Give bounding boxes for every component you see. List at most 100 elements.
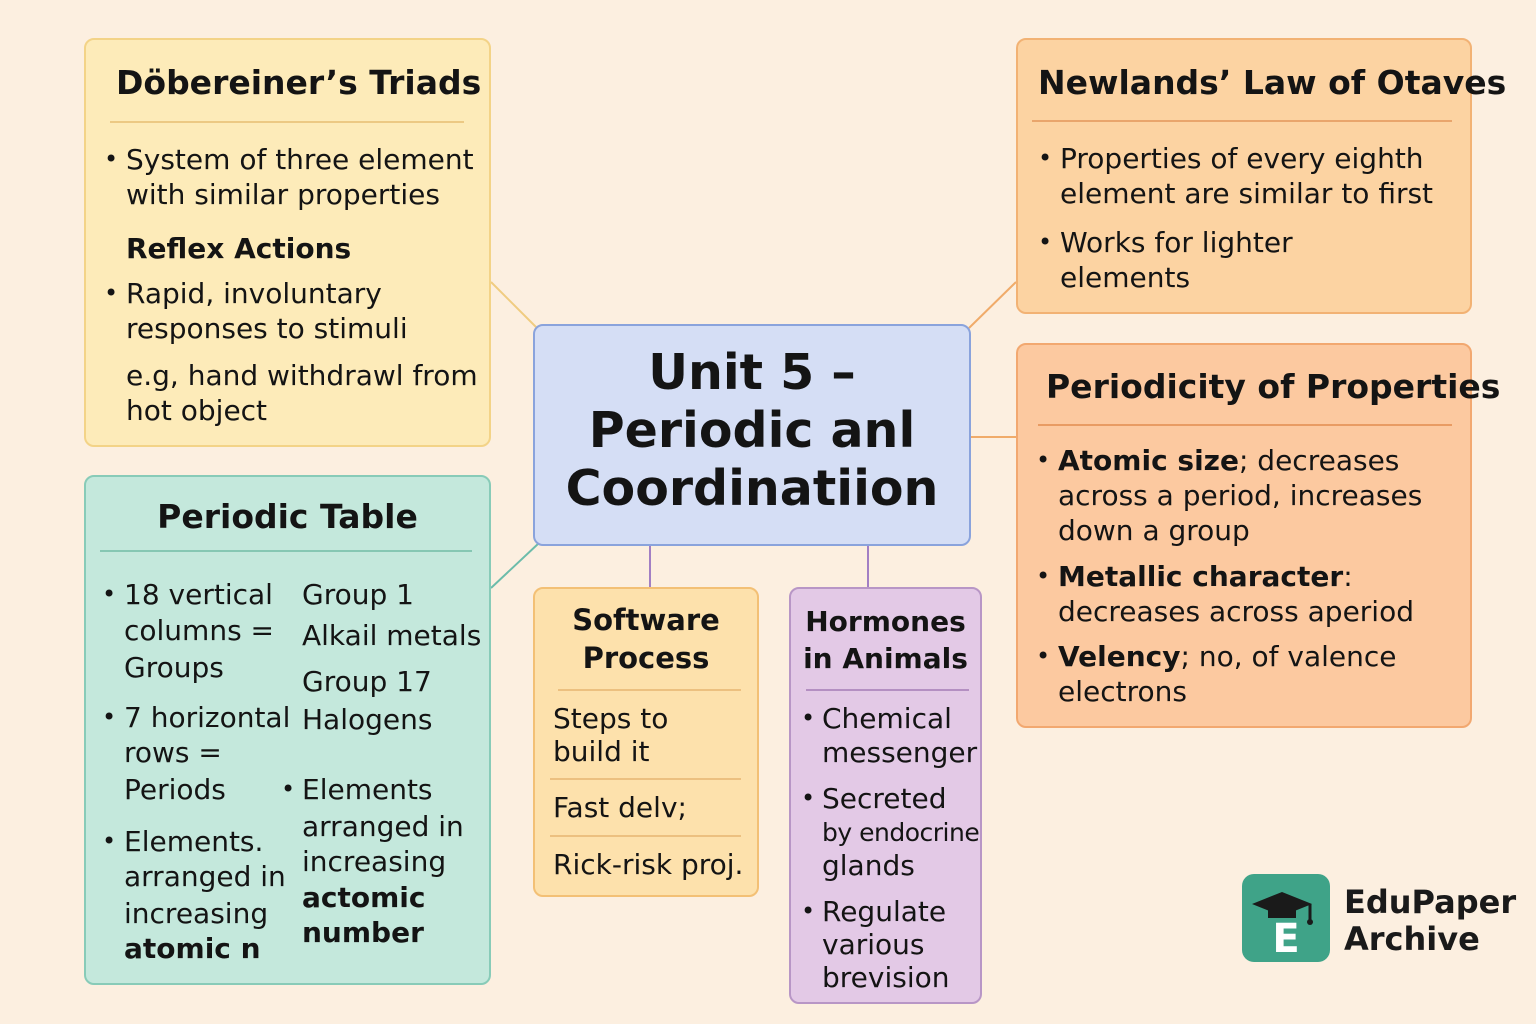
pt-left-bullet2-line3: Periods xyxy=(124,773,226,806)
hormones-card xyxy=(789,587,982,1004)
bullet-dot: • xyxy=(104,279,119,307)
pt-left-bullet2-line2: rows = xyxy=(124,736,222,769)
newlands-bullet1-line2: element are similar to first xyxy=(1060,177,1434,210)
newlands-bullet2-line1: Works for lighter xyxy=(1060,226,1293,259)
software-item1-line1: Steps to xyxy=(553,702,669,735)
software-title-line1: Software xyxy=(572,603,720,637)
hormones-title-line2: in Animals xyxy=(803,642,968,675)
hormones-bullet2-line3: glands xyxy=(822,849,915,882)
periodicity-item2-line2: decreases across aperiod xyxy=(1058,595,1414,628)
dobereiner-bullet2-line2: responses to stimuli xyxy=(126,312,408,345)
software-process-card xyxy=(533,587,759,897)
periodicity-item1-line1: Atomic size; decreases xyxy=(1058,443,1399,478)
dobereiner-title: Döbereiner’s Triads xyxy=(116,63,482,102)
hormones-divider xyxy=(806,689,969,691)
pt-left-bullet1-line3: Groups xyxy=(124,651,224,684)
periodic-table-card xyxy=(84,475,491,985)
periodic-table-divider xyxy=(100,550,472,552)
newlands-card xyxy=(1016,38,1472,314)
software-process-title: Software Process xyxy=(533,601,759,677)
connector-newlands xyxy=(968,281,1017,329)
bullet-dot: • xyxy=(801,704,816,732)
periodicity-item1-line2: across a period, increases xyxy=(1058,479,1423,512)
graduation-cap-icon: E xyxy=(1252,892,1313,962)
pt-left-bullet3-bold: atomic n xyxy=(124,932,261,965)
bullet-dot: • xyxy=(281,775,296,803)
pt-left-bullet1-line2: columns = xyxy=(124,614,275,647)
periodicity-item2-line1: Metallic character: xyxy=(1058,559,1353,594)
bullet-dot: • xyxy=(102,827,117,855)
software-item1-line2: build it xyxy=(553,735,650,768)
pt-right-bullet-bold2: number xyxy=(302,916,424,949)
brand-name: EduPaper Archive xyxy=(1344,884,1516,958)
hormones-bullet3-line3: brevision xyxy=(822,961,950,994)
atomic-size-term: Atomic size xyxy=(1058,444,1239,477)
pt-right-bullet-bold1: actomic xyxy=(302,881,426,914)
software-divider xyxy=(558,689,741,691)
metallic-character-text: : xyxy=(1343,560,1353,593)
pt-left-bullet3-line2: arranged in xyxy=(124,860,286,893)
hormones-bullet1-line2: messenger xyxy=(822,736,978,769)
pt-right-bullet-line3: increasing xyxy=(302,845,447,878)
bullet-dot: • xyxy=(102,580,117,608)
hormones-bullet3-line1: Regulate xyxy=(822,895,947,928)
newlands-bullet2-line2: elements xyxy=(1060,261,1191,294)
pt-left-bullet2-line1: 7 horizontal xyxy=(124,701,291,734)
edupaper-logo: E xyxy=(1242,874,1330,962)
periodicity-item1-line3: down a group xyxy=(1058,514,1250,547)
logo-letter: E xyxy=(1272,916,1299,962)
software-item3: Rick-risk proj. xyxy=(553,848,744,881)
dobereiner-divider xyxy=(110,121,464,123)
bullet-dot: • xyxy=(104,145,119,173)
hormones-bullet2-line2: by endocrine xyxy=(822,818,980,847)
pt-left-bullet3-line1: Elements. xyxy=(124,825,264,858)
bullet-dot: • xyxy=(801,784,816,812)
software-item2: Fast delv; xyxy=(553,791,687,824)
pt-left-bullet1-line1: 18 vertical xyxy=(124,578,273,611)
bullet-dot: • xyxy=(1038,228,1053,256)
velency-term: Velency xyxy=(1058,640,1181,673)
bullet-dot: • xyxy=(1038,144,1053,172)
bullet-dot: • xyxy=(1036,642,1051,670)
hormones-bullet1-line1: Chemical xyxy=(822,702,952,735)
velency-text: ; no, of valence xyxy=(1180,640,1397,673)
hormones-bullet2-line1: Secreted xyxy=(822,782,947,815)
pt-group17-line1: Group 17 xyxy=(302,665,432,698)
periodicity-title: Periodicity of Properties xyxy=(1046,367,1501,406)
metallic-character-term: Metallic character xyxy=(1058,560,1344,593)
brand-name-line2: Archive xyxy=(1344,920,1480,958)
pt-group17-line2: Halogens xyxy=(302,703,433,736)
dobereiner-bullet1-line2: with similar properties xyxy=(126,178,440,211)
central-title-line3: Coordinatiion xyxy=(565,460,939,517)
central-title-line1: Unit 5 – xyxy=(648,344,856,401)
bullet-dot: • xyxy=(102,703,117,731)
central-title-line2: Periodic anl xyxy=(588,402,916,459)
dobereiner-example-line1: e.g, hand withdrawl from xyxy=(126,359,478,392)
bullet-dot: • xyxy=(1036,446,1051,474)
central-topic-card xyxy=(533,324,971,546)
pt-group1-line1: Group 1 xyxy=(302,578,414,611)
bullet-dot: • xyxy=(801,897,816,925)
reflex-actions-heading: Reflex Actions xyxy=(126,232,352,265)
pt-right-bullet-line2: arranged in xyxy=(302,810,464,843)
dobereiner-bullet1-line1: System of three element xyxy=(126,143,474,176)
bullet-dot: • xyxy=(1036,562,1051,590)
atomic-size-text: ; decreases xyxy=(1238,444,1400,477)
periodic-table-title: Periodic Table xyxy=(157,497,418,536)
brand-name-line1: EduPaper xyxy=(1344,883,1517,921)
pt-left-bullet3-line3: increasing xyxy=(124,897,269,930)
periodicity-item3-line2: electrons xyxy=(1058,675,1187,708)
periodicity-item3-line1: Velency; no, of valence xyxy=(1058,639,1397,674)
hormones-title: Hormones in Animals xyxy=(789,603,982,677)
hormones-bullet3-line2: various xyxy=(822,928,925,961)
newlands-divider xyxy=(1032,120,1452,122)
central-topic-title: Unit 5 – Periodic anl Coordinatiion xyxy=(533,344,971,518)
software-divider xyxy=(550,778,741,780)
dobereiner-bullet2-line1: Rapid, involuntary xyxy=(126,277,382,310)
pt-group1-line2: Alkail metals xyxy=(302,619,482,652)
software-title-line2: Process xyxy=(582,641,710,675)
pt-right-bullet-line1: Elements xyxy=(302,773,433,806)
newlands-bullet1-line1: Properties of every eighth xyxy=(1060,142,1424,175)
periodicity-card xyxy=(1016,343,1472,728)
